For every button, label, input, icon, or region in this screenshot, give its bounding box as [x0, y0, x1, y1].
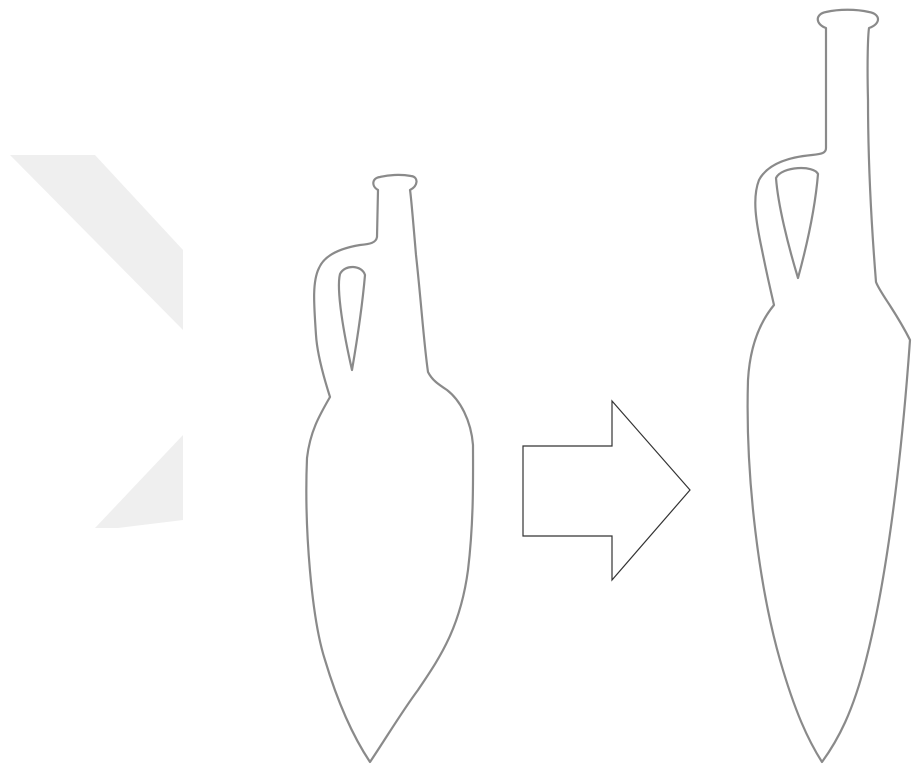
transform-arrow-icon — [523, 401, 690, 580]
target-amphora-handle-hole — [776, 168, 818, 278]
source-amphora-icon — [306, 175, 473, 762]
source-amphora-body — [306, 175, 473, 762]
watermark-chevron-icon — [10, 155, 183, 528]
watermark-upper-stroke — [10, 155, 183, 330]
watermark-lower-stroke — [95, 435, 183, 528]
target-amphora-icon — [748, 10, 910, 762]
target-amphora-body — [748, 10, 910, 762]
source-amphora-handle-hole — [339, 267, 365, 370]
transform-arrow-shape — [523, 401, 690, 580]
